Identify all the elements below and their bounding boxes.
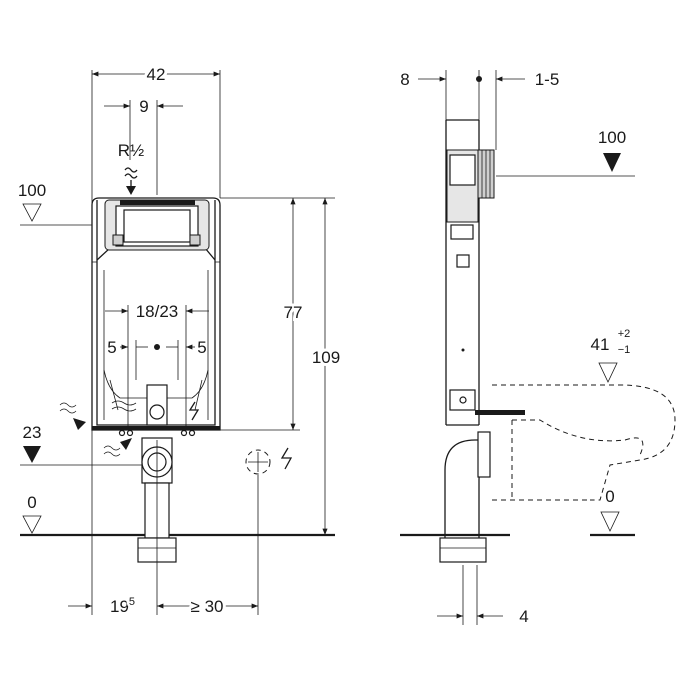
- toilet-bowl-outline: [492, 384, 676, 501]
- level-100-side: 100: [598, 128, 626, 147]
- level-100-front: 100: [18, 181, 46, 200]
- water-supply-icon: [124, 167, 138, 195]
- svg-text:195: 195: [110, 596, 135, 616]
- dim-bottom-4: 4: [519, 607, 528, 626]
- dim-total-height: 109: [312, 348, 340, 367]
- front-view: 42 9 R½ 100 18/23 5 5 77 109 23 0: [18, 62, 343, 619]
- level-41-tol-minus: −1: [618, 344, 631, 356]
- level-41: 41: [591, 335, 610, 354]
- dim-depth-8: 8: [400, 70, 409, 89]
- electrical-box: [245, 447, 293, 475]
- frame-side: [445, 119, 495, 426]
- sound-icon: [59, 402, 132, 457]
- dim-offset-9: 9: [139, 97, 148, 116]
- level-0-side: 0: [605, 487, 614, 506]
- dim-flush-spacing: 18/23: [136, 302, 179, 321]
- level-23: 23: [23, 423, 42, 442]
- dim-height-77: 77: [284, 303, 303, 322]
- dim-min-30: ≥ 30: [191, 597, 224, 616]
- dim-adjust: 1-5: [535, 70, 560, 89]
- side-view: 8 1-5 100 41 +2 −1 0 4: [400, 70, 676, 626]
- waste-pipe-side: [439, 410, 525, 563]
- dim-left-5: 5: [107, 338, 116, 357]
- level-41-tol-plus: +2: [618, 328, 631, 340]
- dim-19-sup: 5: [129, 596, 135, 608]
- connection-label: R½: [118, 141, 144, 160]
- level-0-front: 0: [27, 493, 36, 512]
- dim-width-42: 42: [147, 65, 166, 84]
- dim-19: 19: [110, 597, 129, 616]
- svg-text:41: 41: [591, 335, 610, 354]
- dim-right-5: 5: [197, 338, 206, 357]
- frame-front: [91, 197, 221, 437]
